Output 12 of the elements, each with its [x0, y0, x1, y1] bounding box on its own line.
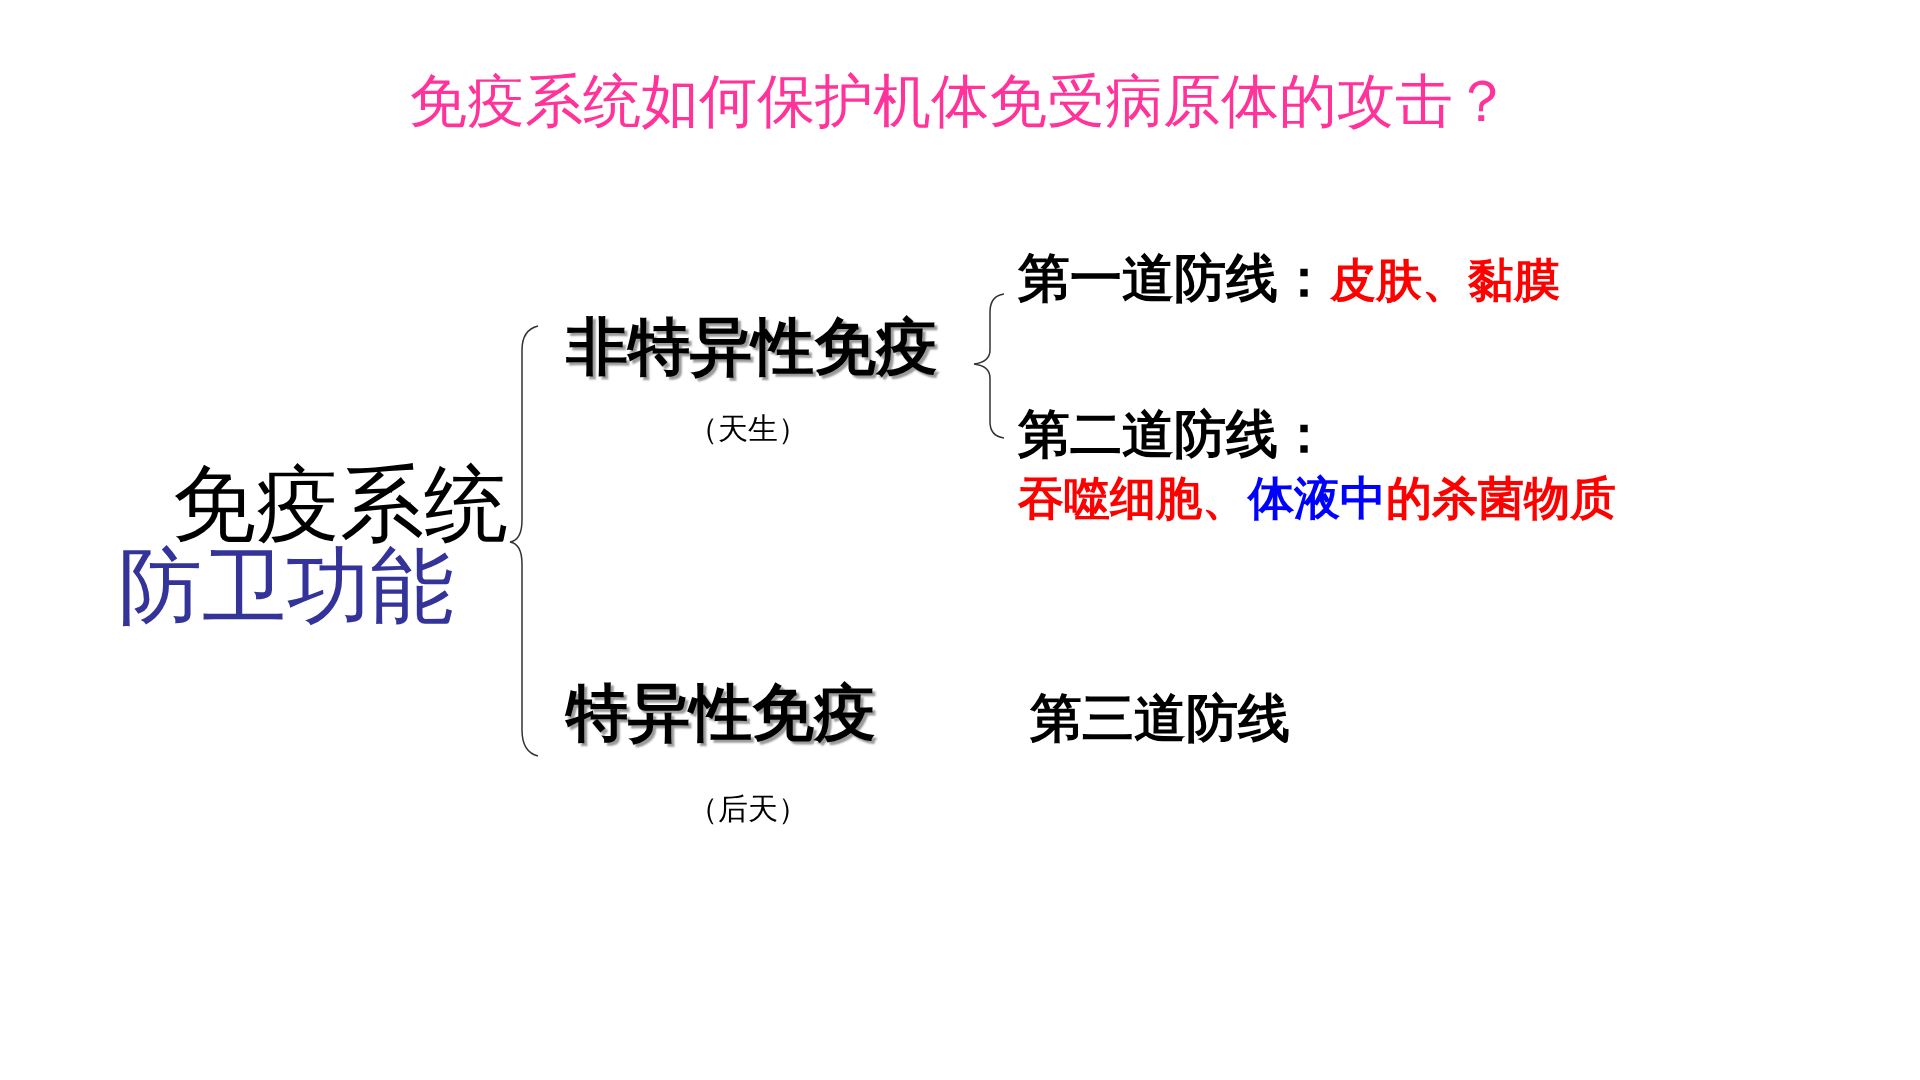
category-label: 非特异性免疫 [566, 309, 938, 385]
note-text: （天生） [688, 410, 808, 448]
category-label: 特异性免疫 [566, 675, 876, 751]
line-detail: 皮肤、黏膜 [1330, 252, 1560, 309]
line-label: 第三道防线 [1030, 687, 1290, 750]
line-label: 第一道防线： [1018, 247, 1330, 310]
line-label: 第二道防线： [1018, 403, 1330, 466]
note-text: （后天） [688, 790, 808, 828]
line-detail: 体液中 [1248, 470, 1386, 527]
line-detail: 的杀菌物质 [1386, 470, 1616, 527]
page-title: 免疫系统如何保护机体免受病原体的攻击？ [409, 67, 1511, 135]
line-detail: 吞噬细胞、 [1018, 470, 1248, 527]
